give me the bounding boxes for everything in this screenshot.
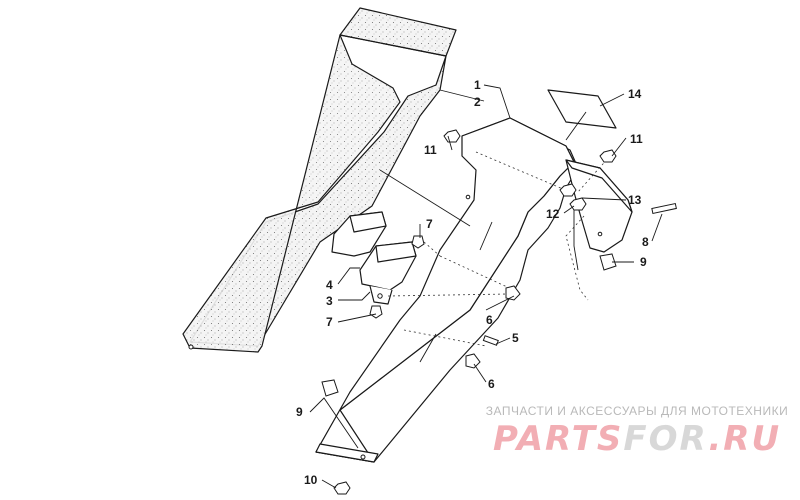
watermark: ЗАПЧАСТИ И АКСЕССУАРЫ ДЛЯ МОТОТЕХНИКИ PA… <box>478 404 796 458</box>
callout-1: 1 <box>474 78 481 92</box>
callout-11b: 11 <box>630 132 643 146</box>
decal-part <box>547 89 617 129</box>
callout-6b: 6 <box>488 377 495 391</box>
callout-3: 3 <box>326 294 333 308</box>
callout-7b: 7 <box>326 315 333 329</box>
callout-5: 5 <box>512 331 519 345</box>
callout-4: 4 <box>326 278 333 292</box>
callout-8: 8 <box>642 235 649 249</box>
callout-12: 12 <box>546 207 560 221</box>
foam-pad-part <box>182 7 457 353</box>
watermark-logo: PARTSFOR.RU <box>478 420 796 458</box>
callout-14: 14 <box>628 87 642 101</box>
watermark-logo-parts: PARTS <box>492 419 624 459</box>
callout-leaders <box>309 84 663 489</box>
callout-9a: 9 <box>640 255 647 269</box>
callout-13: 13 <box>628 193 642 207</box>
callout-2: 2 <box>474 95 481 109</box>
side-bracket-part <box>565 159 633 301</box>
callout-9b: 9 <box>296 405 303 419</box>
watermark-caption: ЗАПЧАСТИ И АКСЕССУАРЫ ДЛЯ МОТОТЕХНИКИ <box>485 404 789 418</box>
callout-10: 10 <box>304 473 318 487</box>
callout-7a: 7 <box>426 217 433 231</box>
watermark-logo-for: FOR <box>623 419 709 459</box>
callout-11a: 11 <box>424 143 437 157</box>
watermark-logo-ru: .RU <box>708 419 782 459</box>
callout-6a: 6 <box>486 313 493 327</box>
mount-bracket-part <box>331 211 417 305</box>
callout-labels: 1 2 3 4 5 6 6 7 7 8 9 9 10 11 11 12 13 1… <box>296 78 649 487</box>
assembly-lines <box>379 111 611 347</box>
